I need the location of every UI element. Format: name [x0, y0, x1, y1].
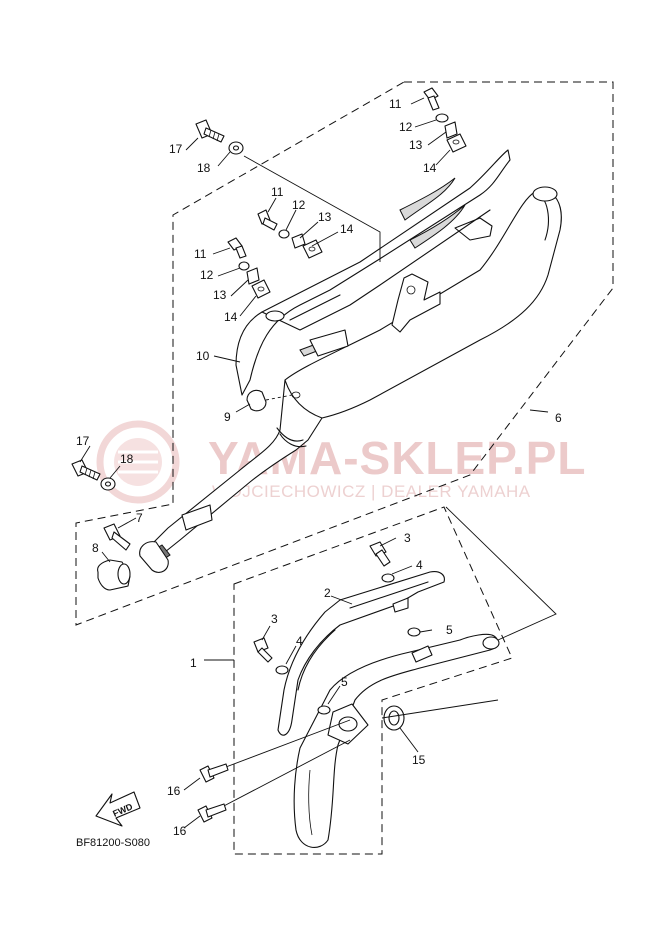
exhaust-gasket: [383, 705, 405, 731]
bolt-11-middle: [257, 209, 278, 231]
callout-16-upper: 16: [167, 784, 181, 798]
washer-5-upper: [407, 627, 421, 637]
callout-13-left: 13: [213, 288, 227, 302]
callout-4-upper: 4: [416, 558, 423, 572]
washer-12-top: [435, 113, 449, 123]
callout-14-middle: 14: [340, 222, 354, 236]
callout-11-top: 11: [389, 97, 402, 111]
washer-4-upper: [381, 573, 395, 583]
callout-9: 9: [224, 410, 231, 424]
collar-13-left: [246, 267, 260, 285]
bolt-11-left: [227, 237, 247, 259]
callout-5-upper: 5: [446, 623, 453, 637]
group-boundary-exhaust-pipe: [233, 506, 513, 855]
muffler-inlet-pipe: [139, 379, 323, 573]
callout-5-lower: 5: [341, 675, 348, 689]
exhaust-pipe: [293, 633, 500, 848]
bolt-17-upper: [195, 119, 225, 143]
bolt-17-lower: [71, 459, 101, 481]
callout-10: 10: [196, 349, 210, 363]
grommet-14-middle: [302, 239, 323, 259]
watermark-subtitle: WOJCIECHOWICZ | DEALER YAMAHA: [212, 482, 531, 501]
collar-13-middle: [291, 233, 306, 249]
callout-4-lower: 4: [296, 634, 303, 648]
callout-12-middle: 12: [292, 198, 306, 212]
callout-17-lower: 17: [76, 434, 90, 448]
washer-5-lower: [317, 705, 331, 715]
stud-16-lower: [197, 803, 227, 823]
group-boundary-muffler-assembly: [75, 81, 614, 626]
bolt-11-top: [423, 87, 440, 111]
stud-16-upper: [199, 763, 229, 783]
callout-17-upper: 17: [169, 142, 183, 156]
callout-1: 1: [190, 656, 197, 670]
diagram-code: BF81200-S080: [76, 837, 150, 849]
hardware-bolts: [71, 87, 467, 823]
muffler-protector: [235, 149, 511, 396]
callout-3-upper: 3: [404, 531, 411, 545]
damper-8: [97, 559, 131, 591]
grommet-14-left: [251, 279, 271, 299]
bolt-7: [103, 523, 131, 551]
callout-6: 6: [555, 411, 562, 425]
callout-3-lower: 3: [271, 612, 278, 626]
callout-11-middle: 11: [271, 185, 284, 199]
watermark-logo: [96, 420, 180, 504]
forward-direction-arrow: FWD: [95, 791, 141, 827]
callout-leaders: [79, 97, 549, 829]
callout-12-left: 12: [200, 268, 214, 282]
callout-11-left: 11: [194, 247, 207, 261]
callout-18-upper: 18: [197, 161, 211, 175]
callout-18-lower: 18: [120, 452, 134, 466]
washer-12-middle: [278, 229, 290, 239]
callout-labels: 1 2 3 3 4 4 5 5 6 7 8 9 10 11 11 11 12 1…: [76, 97, 562, 838]
callout-8: 8: [92, 541, 99, 555]
callout-15: 15: [412, 753, 426, 767]
washer-18-upper: [228, 141, 244, 155]
callout-2: 2: [324, 586, 331, 600]
bolt-3-lower: [253, 637, 273, 663]
washer-12-left: [238, 261, 250, 271]
callout-13-middle: 13: [318, 210, 332, 224]
gasket: [246, 389, 301, 412]
callout-13-top: 13: [409, 138, 423, 152]
washer-18-lower: [100, 477, 116, 491]
exhaust-bracket: [277, 571, 445, 736]
callout-16-lower: 16: [173, 824, 187, 838]
washer-4-lower: [275, 665, 289, 675]
callout-14-top: 14: [423, 161, 437, 175]
callout-14-left: 14: [224, 310, 238, 324]
collar-13-top: [444, 121, 458, 139]
grommet-14-top: [446, 133, 467, 153]
callout-12-top: 12: [399, 120, 413, 134]
callout-7: 7: [136, 511, 143, 525]
